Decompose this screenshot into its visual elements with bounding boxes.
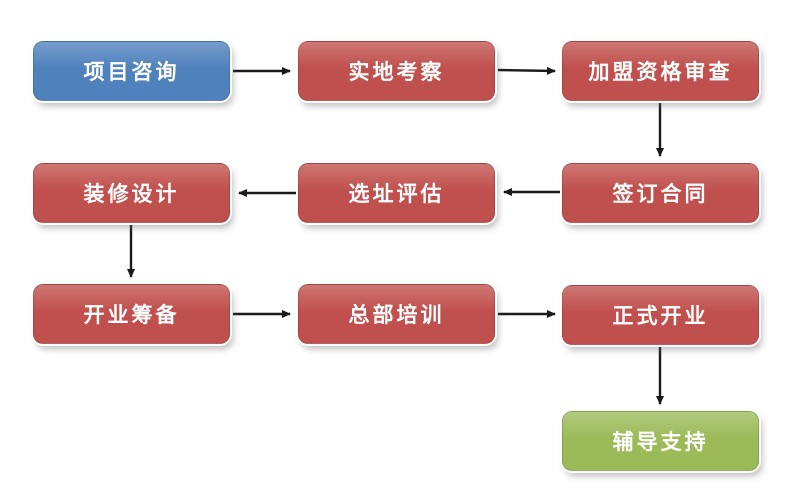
node-site-selection-evaluation: 选址评估 xyxy=(298,163,495,223)
node-site-visit: 实地考察 xyxy=(298,41,495,101)
node-franchise-qualification-review: 加盟资格审查 xyxy=(562,41,759,101)
node-decoration-design: 装修设计 xyxy=(33,163,230,223)
node-guidance-support: 辅导支持 xyxy=(562,411,759,471)
node-sign-contract: 签订合同 xyxy=(562,163,759,223)
node-opening-preparation: 开业筹备 xyxy=(33,284,230,344)
arrow-site-visit-to-franchise-qualification-review xyxy=(497,66,556,75)
node-headquarters-training: 总部培训 xyxy=(298,284,495,344)
node-grand-opening: 正式开业 xyxy=(562,285,759,345)
node-project-consultation: 项目咨询 xyxy=(33,41,230,101)
